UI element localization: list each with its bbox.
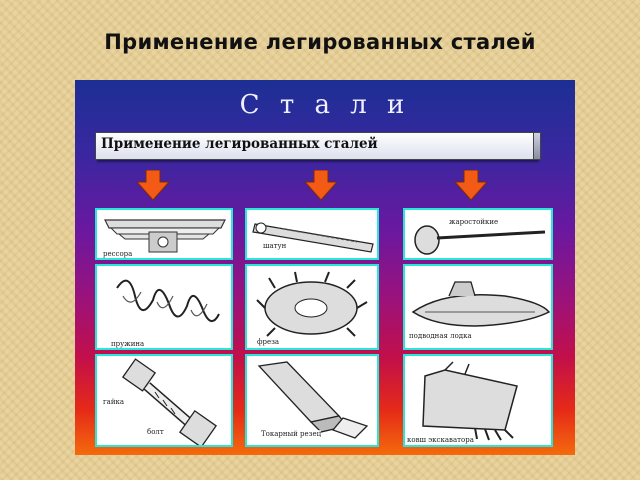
label-turning-tool: Токарный резец: [261, 430, 322, 438]
label-bolt: болт: [147, 428, 164, 436]
slide-title: Применение легированных сталей: [104, 30, 536, 54]
label-nut: гайка: [103, 398, 125, 406]
label-excavator-bucket: ковш экскаватора: [407, 436, 474, 444]
image-valve: жаростойкие: [403, 208, 553, 260]
milling-cutter-icon: [256, 271, 368, 337]
coil-spring-icon: [116, 279, 220, 322]
image-milling-cutter: фреза: [245, 264, 379, 350]
image-excavator-bucket: ковш экскаватора: [403, 354, 553, 447]
turning-tool-icon: [257, 361, 369, 439]
image-coil-spring: пружина: [95, 264, 233, 350]
engine-valve-icon: [414, 225, 546, 255]
bolt-nut-icon: [121, 358, 218, 445]
connecting-rod-icon: [252, 222, 374, 253]
label-coil-spring: пружина: [111, 340, 145, 348]
down-arrow-icon: [137, 170, 169, 200]
submarine-icon: [411, 281, 551, 327]
down-arrow-icon: [305, 170, 337, 200]
banner-end-tab: [533, 132, 541, 160]
leaf-spring-icon: [104, 219, 226, 253]
usage-banner: Применение легированных сталей: [95, 132, 537, 160]
image-turning-tool: Токарный резец: [245, 354, 379, 447]
panel-heading: С т а л и: [239, 90, 411, 120]
image-connecting-rod: шатун: [245, 208, 379, 260]
banner-label: Применение легированных сталей: [101, 136, 378, 152]
label-submarine: подводная лодка: [409, 332, 472, 340]
image-bolt-nut: гайка болт: [95, 354, 233, 447]
label-connecting-rod: шатун: [263, 242, 287, 250]
image-submarine: подводная лодка: [403, 264, 553, 350]
image-spring-leaf: рессора: [95, 208, 233, 260]
down-arrow-icon: [455, 170, 487, 200]
label-leaf-spring: рессора: [103, 250, 133, 258]
excavator-bucket-icon: [422, 361, 518, 441]
label-milling-cutter: фреза: [257, 338, 280, 346]
steels-panel: С т а л и Применение легированных сталей…: [75, 80, 575, 455]
label-heat-resistant: жаростойкие: [449, 218, 499, 226]
